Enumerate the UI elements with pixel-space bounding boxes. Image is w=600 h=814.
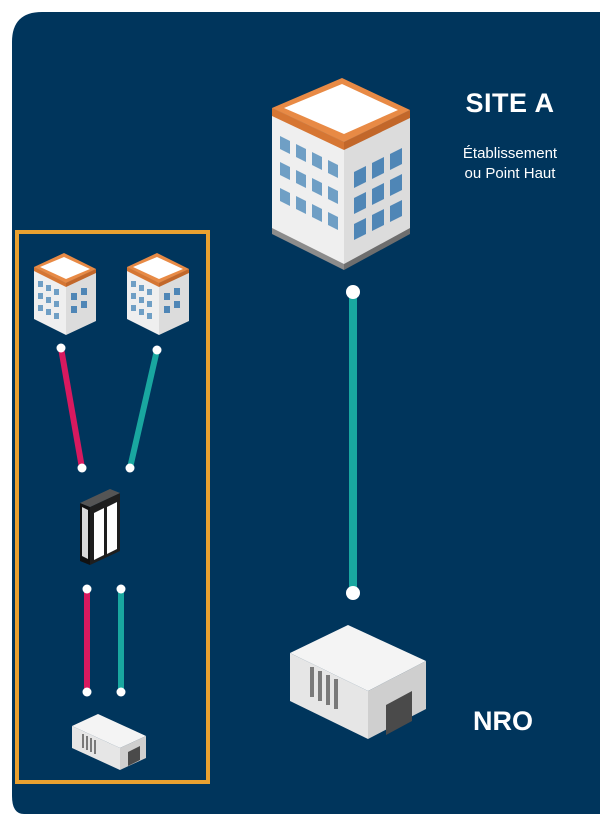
nro-label: NRO xyxy=(473,706,533,736)
link-endpoint-bottom xyxy=(346,586,360,600)
site-to-nro-link xyxy=(346,285,360,600)
office-building-icon xyxy=(34,253,96,335)
central-office-icon xyxy=(290,625,426,739)
office-building-icon xyxy=(127,253,189,335)
cabinet-to-nro-links xyxy=(82,584,126,697)
link-endpoint-top xyxy=(346,285,360,299)
site-subtitle-line1: Établissement xyxy=(462,145,558,162)
central-office-icon xyxy=(72,714,146,770)
building-to-cabinet-links xyxy=(56,343,162,473)
local-network-frame xyxy=(15,230,210,784)
street-cabinet-icon xyxy=(80,489,120,565)
site-subtitle: Établissement ou Point Haut xyxy=(430,144,590,184)
background-shape xyxy=(12,12,600,814)
office-building-icon xyxy=(272,78,410,270)
site-subtitle-line2: ou Point Haut xyxy=(464,165,556,182)
site-title: SITE A xyxy=(465,88,555,118)
